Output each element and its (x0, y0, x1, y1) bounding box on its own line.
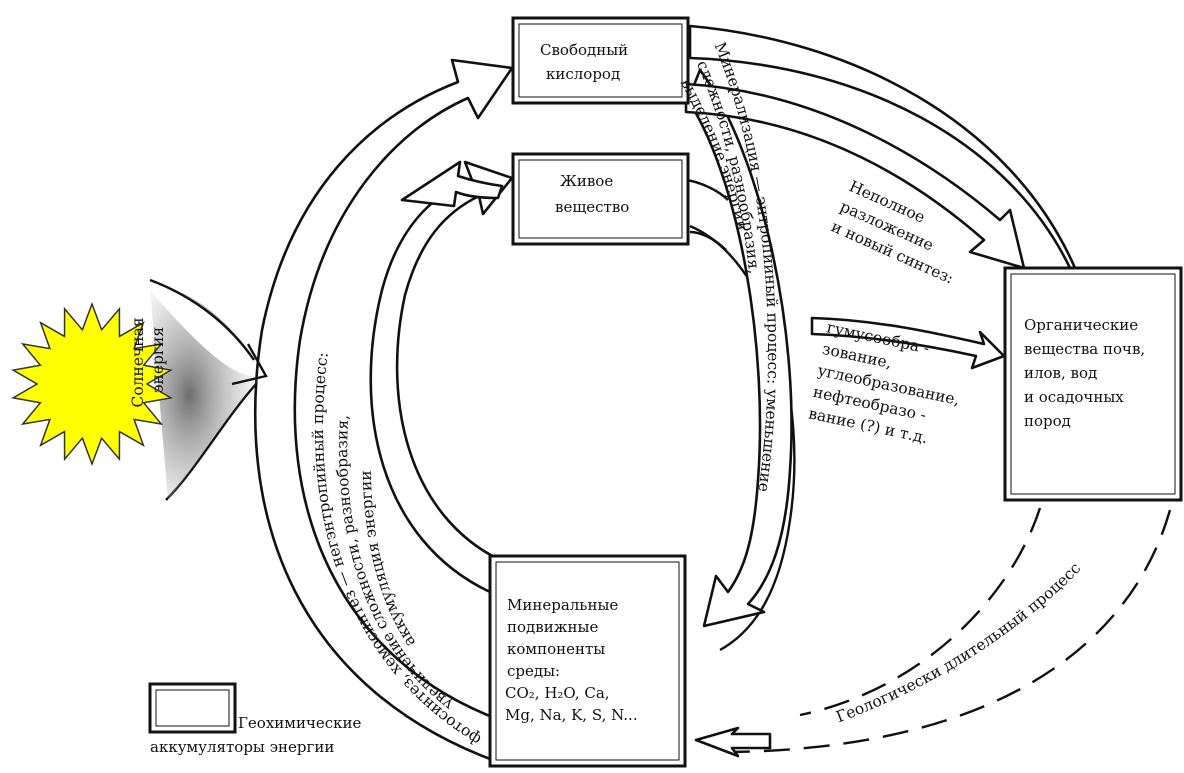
free-oxygen-text: Свободный кислород (540, 41, 633, 83)
mineral-components-text: Минеральные подвижные компоненты среды: … (505, 596, 638, 724)
mineral-components-box: Минеральные подвижные компоненты среды: … (488, 554, 687, 768)
living-matter-text: Живое вещество (555, 172, 629, 216)
legend: Геохимические аккумуляторы энергии (148, 682, 366, 756)
legend-swatch (148, 682, 237, 734)
sun-icon (11, 301, 173, 467)
photosynthesis-arc (253, 58, 514, 764)
organic-matter-box: Органические вещества почв, илов, вод и … (1003, 266, 1183, 502)
living-matter-box: Живое вещество (511, 152, 690, 246)
legend-text: Геохимические аккумуляторы энергии (150, 714, 366, 756)
free-oxygen-box: Свободный кислород (511, 16, 690, 105)
solar-energy-group: Солнечная энергия (11, 278, 268, 501)
solar-energy-label: Солнечная энергия (129, 312, 167, 407)
mineralization-arc (685, 68, 796, 652)
geological-process-label: Геологически длительный процесс (834, 559, 1085, 726)
geological-arrows (694, 507, 1172, 758)
organic-matter-text: Органические вещества почв, илов, вод и … (1024, 316, 1150, 430)
